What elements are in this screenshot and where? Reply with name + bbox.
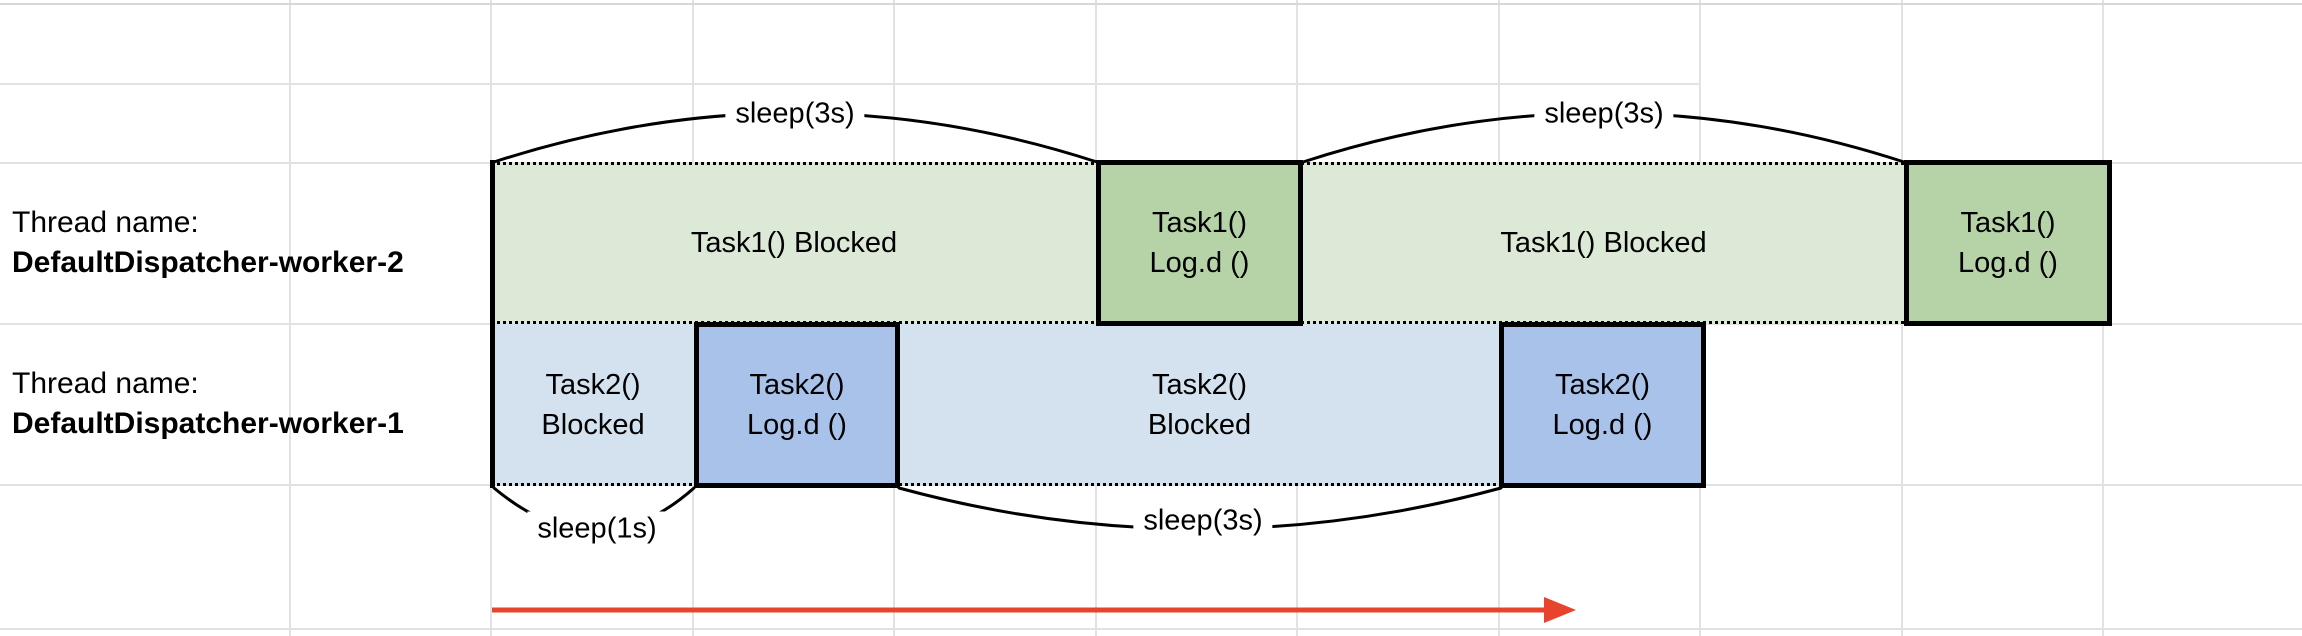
task2-logd-line2: Log.d () [1552, 409, 1653, 441]
task1-logd-line2: Log.d () [1958, 247, 2058, 279]
bands-left-border [490, 160, 495, 488]
task2-logd-box-1: Task2() Log.d () [694, 322, 900, 488]
task1-logd-line1: Task1() [1960, 207, 2056, 239]
task1-logd-box-1: Task1() Log.d () [1096, 160, 1303, 326]
sleep-label-bottom-right: sleep(3s) [1133, 503, 1273, 539]
sleep-label-bottom-left: sleep(1s) [527, 511, 667, 547]
task2-logd-line1: Task2() [749, 369, 845, 401]
gridline-horizontal [0, 83, 1700, 85]
gridline-horizontal [0, 628, 2302, 630]
thread-name: DefaultDispatcher-worker-2 [12, 246, 404, 279]
gridline-horizontal [0, 3, 2302, 5]
thread-label-worker-1: Thread name: DefaultDispatcher-worker-1 [12, 364, 404, 444]
task2-logd-line2: Log.d () [747, 409, 847, 441]
thread-label-prefix: Thread name: [12, 206, 199, 239]
task1-logd-box-2: Task1() Log.d () [1904, 160, 2112, 326]
sleep-label-top-left: sleep(3s) [725, 96, 865, 132]
timeline-arrow-head [1544, 597, 1576, 623]
task2-logd-line1: Task2() [1554, 369, 1651, 401]
thread-label-prefix: Thread name: [12, 367, 199, 400]
task2-logd-box-2: Task2() Log.d () [1499, 322, 1706, 488]
task1-logd-line2: Log.d () [1149, 247, 1250, 279]
thread-name: DefaultDispatcher-worker-1 [12, 407, 404, 440]
thread-label-worker-2: Thread name: DefaultDispatcher-worker-2 [12, 203, 404, 283]
gridline-vertical [289, 0, 291, 636]
sleep-label-top-right: sleep(3s) [1534, 96, 1674, 132]
task1-logd-line1: Task1() [1151, 207, 1248, 239]
